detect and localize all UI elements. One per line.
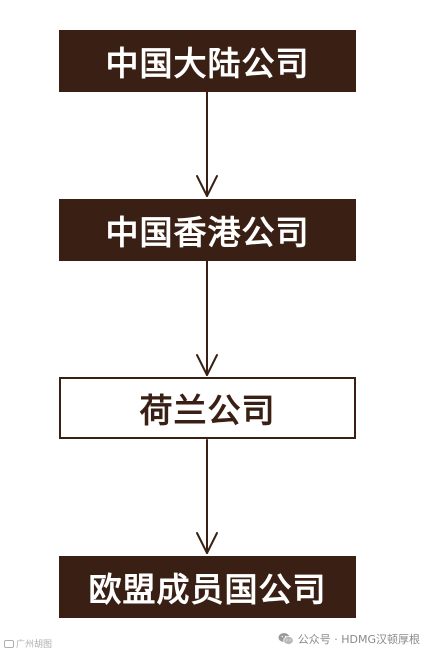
node-netherlands-company: 荷兰公司 <box>59 377 356 439</box>
watermark-right: 公众号 · HDMG汉顿厚根 <box>278 631 420 647</box>
watermark-left-text: 广州胡图 <box>16 640 53 650</box>
wechat-icon <box>278 632 294 646</box>
watermark-logo-icon <box>4 639 14 648</box>
watermark-left: 广州胡图 <box>4 637 52 650</box>
node-eu-member-company: 欧盟成员国公司 <box>59 556 356 618</box>
arrow-n2-to-n3 <box>196 260 218 376</box>
node-hong-kong-company: 中国香港公司 <box>59 199 356 261</box>
arrow-n3-to-n4 <box>196 439 218 554</box>
node-mainland-china-company: 中国大陆公司 <box>59 30 356 92</box>
arrow-n1-to-n2 <box>196 91 218 197</box>
watermark-right-text: 公众号 · HDMG汉顿厚根 <box>297 633 420 646</box>
